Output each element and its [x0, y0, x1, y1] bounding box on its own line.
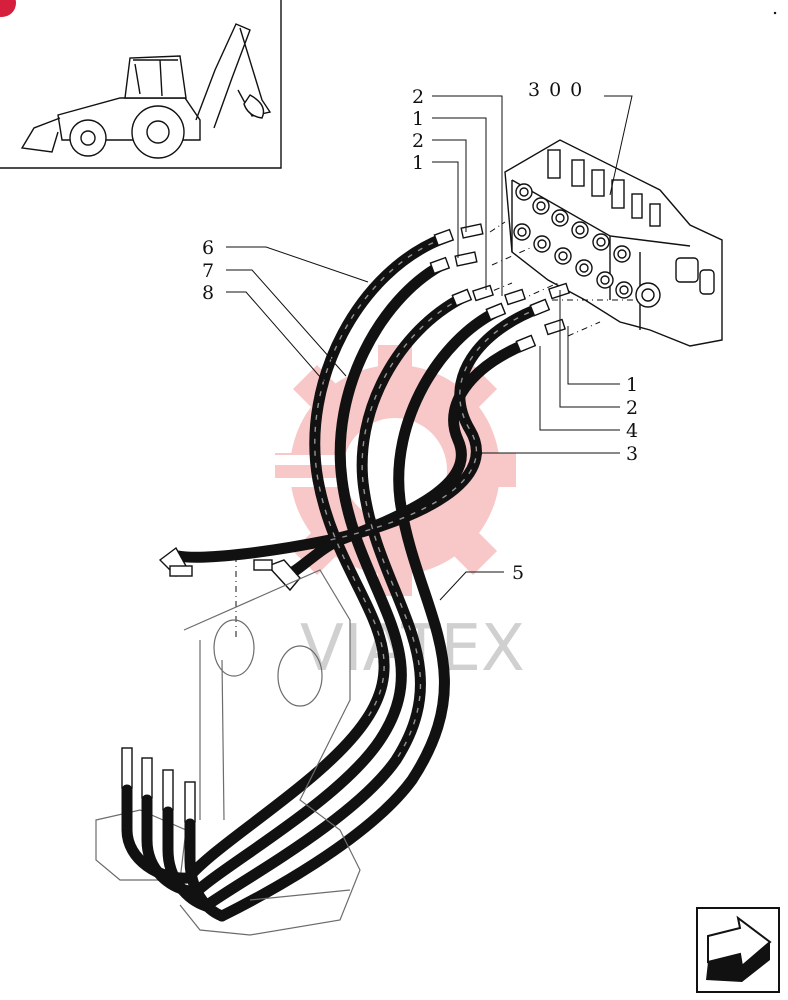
callout-6: 6	[202, 237, 214, 259]
callout-2-top: 2	[412, 86, 424, 108]
hose-bundle	[172, 232, 546, 922]
swing-cylinder-fittings	[158, 546, 301, 640]
callout-numbers-top: 2 1 2 1	[412, 86, 424, 174]
callout-1-top: 1	[412, 108, 424, 130]
callout-numbers-right: 1 2 4 3 5	[512, 374, 638, 584]
callout-7: 7	[202, 260, 214, 282]
valve-adapters	[454, 223, 570, 336]
callout-8: 8	[202, 282, 214, 304]
callout-2-right: 2	[626, 397, 638, 419]
hose-1	[216, 306, 502, 922]
backhoe-loader-thumbnail	[0, 0, 282, 169]
callout-3: 3	[626, 443, 638, 465]
swing-frame-casting	[95, 569, 361, 936]
hose-3	[280, 338, 532, 582]
callout-numbers-left: 6 7 8	[202, 237, 214, 304]
callout-1-mid: 1	[412, 152, 424, 174]
callout-4: 4	[626, 420, 638, 442]
corner-badge	[0, 0, 16, 17]
reference-label-300: 300	[528, 79, 591, 101]
valve-ports	[513, 183, 661, 308]
corner-mark: .	[772, 0, 778, 19]
callout-1-right: 1	[626, 374, 638, 396]
control-valve-block	[504, 139, 723, 347]
callout-5: 5	[512, 562, 524, 584]
callout-leaders	[226, 95, 620, 601]
hose-end-fittings	[429, 228, 551, 353]
next-page-arrow-icon[interactable]	[696, 907, 780, 993]
hose-7	[190, 260, 446, 898]
valve-spools	[547, 149, 661, 227]
cylinder-end-fittings	[121, 747, 228, 922]
callout-2-mid: 2	[412, 130, 424, 152]
